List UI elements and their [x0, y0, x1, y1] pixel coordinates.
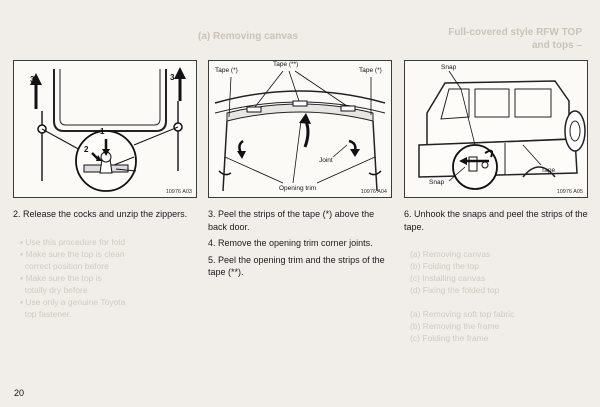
label-snap-bottom: Snap: [429, 179, 445, 186]
instruction-step: 5. Peel the opening trim and the strips …: [208, 254, 385, 278]
label-snap-top: Snap: [441, 64, 457, 71]
bleed-through-text: ▪ Use this procedure for fold▪ Make sure…: [20, 237, 126, 319]
instruction-step: 2. Release the cocks and unzip the zippe…: [13, 209, 188, 219]
instruction-step: 3. Peel the strips of the tape (*) above…: [208, 209, 375, 232]
label-tape: Tape: [541, 167, 556, 174]
instruction-step: 4. Remove the opening trim corner joints…: [208, 238, 373, 248]
illustration-panel-zipper: 3 1 2 3 10976 A03: [13, 60, 197, 198]
figure-code: 10976 A05: [556, 189, 583, 195]
caption-column-1: 2. Release the cocks and unzip the zippe…: [13, 208, 197, 225]
instruction-step: 6. Unhook the snaps and peel the strips …: [404, 209, 588, 232]
label-tape-right: Tape (*): [359, 67, 382, 74]
label-tape-left: Tape (*): [215, 67, 238, 74]
zipper-illustration: [30, 67, 186, 192]
figure-code: 10976 A03: [165, 189, 192, 195]
caption-column-3: 6. Unhook the snaps and peel the strips …: [404, 208, 588, 237]
vehicle-side-illustration: [418, 70, 586, 190]
back-door-illustration: [214, 70, 386, 192]
bleed-through-text: (a) Removing canvas: [198, 31, 299, 42]
illustration-panel-vehicle-side: Snap Snap Tape 10976 A05: [404, 60, 588, 198]
label-tape-center: Tape (**): [273, 61, 299, 68]
page-number: 20: [14, 388, 25, 398]
label-joint: Joint: [319, 157, 333, 164]
figure-code: 10976 A04: [360, 189, 387, 195]
label-opening-trim: Opening trim: [279, 185, 317, 192]
step-number: 2: [84, 145, 89, 154]
caption-column-2: 3. Peel the strips of the tape (*) above…: [208, 208, 392, 283]
step-number: 3: [170, 73, 175, 82]
bleed-through-text: (a) Removing canvas(b) Folding the top(c…: [410, 249, 515, 343]
step-number: 3: [30, 75, 35, 84]
illustration-panel-back-door: Tape (*) Tape (**) Tape (*) Joint Openin…: [208, 60, 392, 198]
step-number: 1: [100, 127, 105, 136]
